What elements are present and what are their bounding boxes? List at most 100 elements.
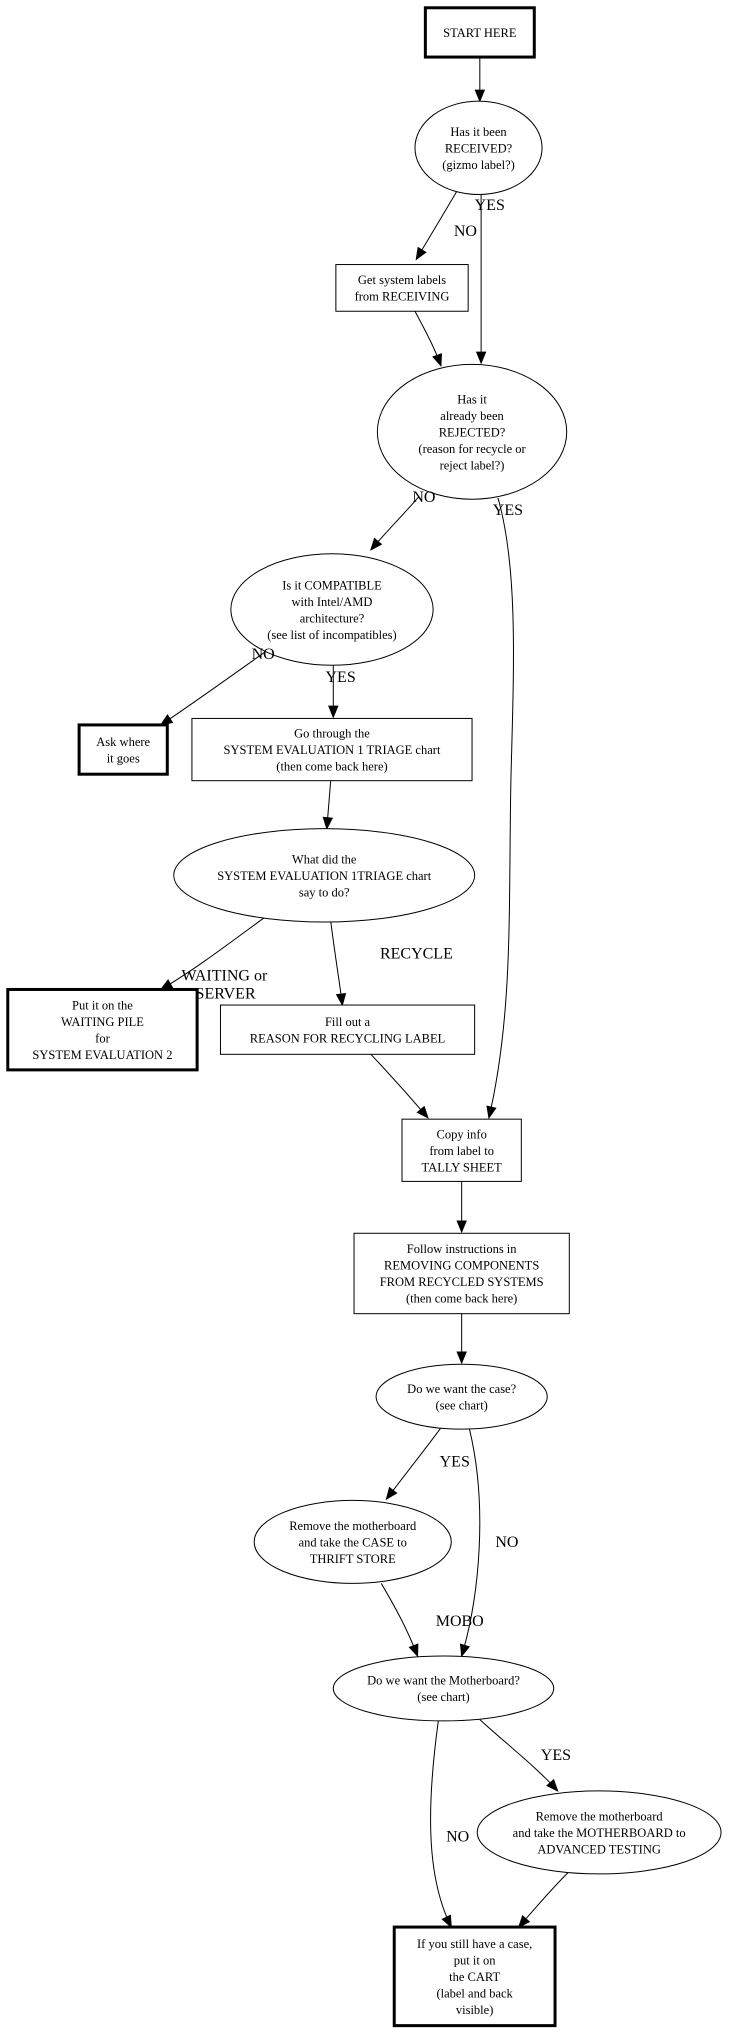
node-label-line: Is it COMPATIBLE <box>282 578 382 592</box>
node-label-line: Follow instructions in <box>407 1242 517 1256</box>
arrowhead <box>456 1351 467 1365</box>
edge-line <box>160 915 268 990</box>
arrowhead <box>328 705 339 719</box>
decision-ellipse <box>376 363 568 500</box>
process-box <box>401 1118 522 1182</box>
decision-ellipse <box>173 828 476 923</box>
edge-label-want_mobo-remove_mobo: YES <box>541 1747 571 1764</box>
edge-line <box>415 191 457 260</box>
node-label-line: Has it <box>457 392 487 406</box>
node-label-line: Put it on the <box>72 998 133 1012</box>
node-label-line: with Intel/AMD <box>292 595 373 609</box>
node-want-mobo: Do we want the Motherboard? (see chart) <box>332 1655 555 1722</box>
node-label-line: START HERE <box>443 26 517 40</box>
edge-fill_out-copy_info <box>370 1053 429 1119</box>
node-label-line: Has it been <box>450 125 507 139</box>
edge-label-rejected-compatible: NO <box>412 489 435 506</box>
edge-want_case-want_mobo <box>459 1428 481 1658</box>
edge-line <box>488 497 514 1118</box>
arrowhead <box>432 353 442 367</box>
decision-ellipse <box>253 1499 452 1584</box>
terminal-box <box>77 723 169 776</box>
node-label-line: say to do? <box>299 885 350 899</box>
process-box <box>219 1004 476 1055</box>
edge-copy_info-follow <box>456 1181 467 1234</box>
node-label-line: (see chart) <box>435 1398 487 1412</box>
arrowhead <box>416 1105 429 1119</box>
node-label-line: Copy info <box>436 1127 486 1141</box>
edge-rejected-copy_info <box>486 497 514 1120</box>
process-box <box>191 717 473 782</box>
arrowhead <box>486 1105 497 1120</box>
node-label-line: from label to <box>429 1144 494 1158</box>
node-label-line: Remove the motherboard <box>536 1809 664 1823</box>
process-box <box>335 264 469 312</box>
edge-what_did-fill_out <box>330 920 347 1007</box>
node-label-line: visible) <box>456 2003 494 2017</box>
node-label-line: (see list of incompatibles) <box>267 628 396 642</box>
arrowhead <box>475 351 487 365</box>
decision-ellipse <box>332 1655 555 1722</box>
edge-remove_case-want_mobo <box>380 1583 419 1658</box>
node-label-line: and take the MOTHERBOARD to <box>513 1826 686 1840</box>
edge-line <box>330 920 343 1006</box>
node-label-line: SYSTEM EVALUATION 2 <box>32 1048 172 1062</box>
node-label-line: Do we want the case? <box>407 1382 516 1396</box>
edge-line <box>380 1583 419 1657</box>
decision-ellipse <box>476 1790 722 1875</box>
edge-start-received <box>474 57 486 103</box>
arrowhead <box>385 1486 398 1501</box>
edge-compatible-go_through <box>328 665 339 719</box>
node-label: Do we want the case? (see chart) <box>407 1382 516 1413</box>
node-label-line: What did the <box>292 852 357 866</box>
edge-label-what_did-fill_out: RECYCLE <box>380 945 453 962</box>
node-label-line: Ask where <box>96 735 150 749</box>
arrowhead <box>546 1778 559 1792</box>
edges-layer <box>159 57 569 1929</box>
edge-label-received-get_labels: NO <box>454 223 477 240</box>
arrowhead <box>441 1914 452 1929</box>
arrowhead <box>370 537 383 551</box>
node-label-line: WAITING PILE <box>61 1015 144 1029</box>
edge-want_case-remove_case <box>385 1427 442 1501</box>
node-label-line: REJECTED? <box>439 425 506 439</box>
node-label-line: (then come back here) <box>276 760 387 774</box>
terminal-box <box>392 1925 557 2028</box>
node-label-line: (see chart) <box>417 1690 469 1704</box>
node-label: Do we want the Motherboard? (see chart) <box>367 1674 520 1705</box>
edge-line <box>370 1053 429 1119</box>
node-label-line: Fill out a <box>325 1015 371 1029</box>
edge-line <box>160 651 265 726</box>
edge-want_mobo-cart <box>430 1720 452 1929</box>
node-label-line: (label and back <box>436 1986 513 2000</box>
edge-label-want_case-remove_case: YES <box>440 1454 470 1471</box>
node-label-line: for <box>95 1031 110 1045</box>
node-label-line: FROM RECYCLED SYSTEMS <box>380 1275 544 1289</box>
arrowhead <box>456 1220 467 1234</box>
node-label-line: Do we want the Motherboard? <box>367 1674 520 1688</box>
arrowhead <box>408 1643 419 1658</box>
node-remove-mobo: Remove the motherboard and take the MOTHE… <box>476 1790 722 1875</box>
node-label-line: (then come back here) <box>406 1292 517 1306</box>
node-label-line: REMOVING COMPONENTS <box>384 1259 539 1273</box>
edge-label-want_mobo-cart: NO <box>446 1828 469 1845</box>
node-label-line: THRIFT STORE <box>310 1552 396 1566</box>
node-label-line: put it on <box>454 1953 496 1967</box>
